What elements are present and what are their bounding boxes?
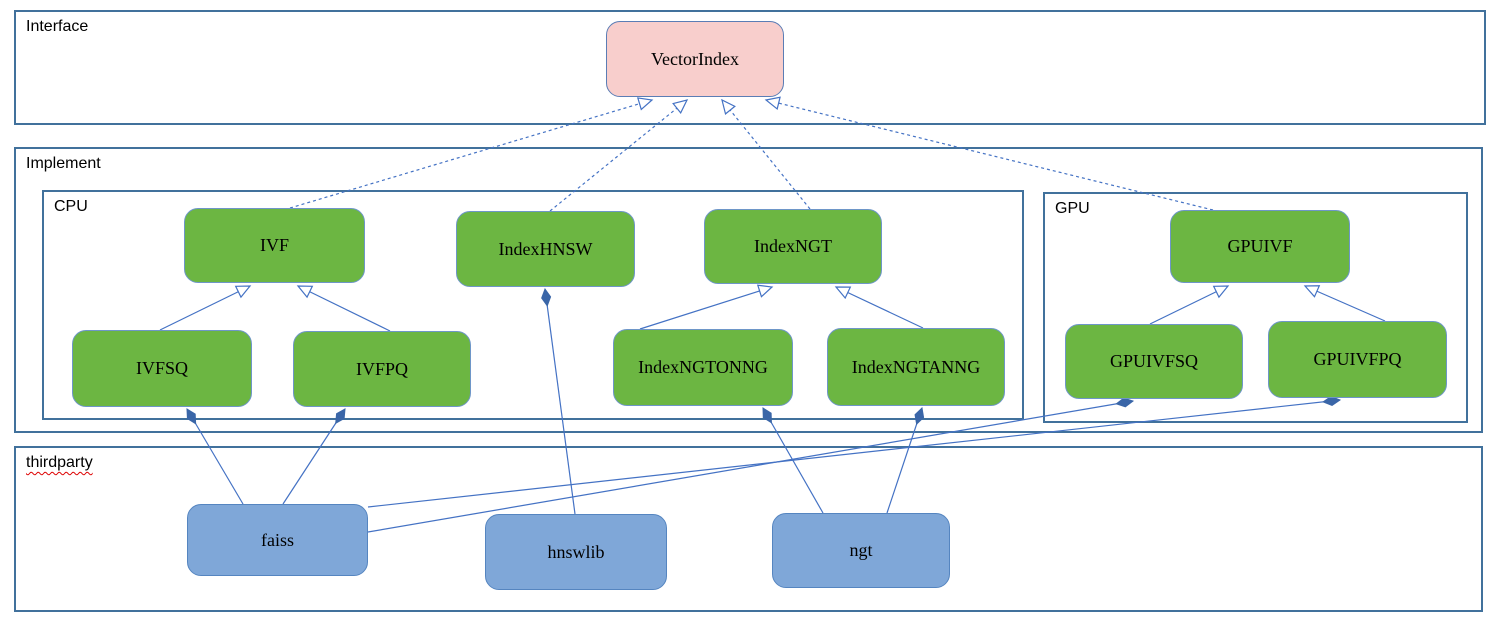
edge-indexhnsw-vectorindex — [549, 99, 689, 212]
edge-faiss-ivfsq — [187, 409, 244, 505]
container-interface-label: Interface — [26, 18, 89, 35]
node-indexngtanng-label: IndexNGTANNG — [851, 356, 981, 377]
edge-faiss-ivfpq — [282, 409, 345, 505]
edge-gpuivf-vectorindex — [764, 96, 1214, 211]
node-indexngtonng-label: IndexNGTONNG — [638, 357, 768, 377]
node-gpuivf-label: GPUIVF — [1227, 236, 1293, 256]
edge-ngt-indexngtanng — [886, 408, 922, 514]
node-indexngt: IndexNGT — [704, 209, 882, 284]
edge-faiss-gpuivfpq — [367, 400, 1340, 508]
node-gpuivfsq-label: GPUIVFSQ — [1109, 351, 1199, 371]
container-implement-label: Implement — [26, 155, 101, 172]
edge-gpuivfpq-gpuivf — [1303, 285, 1386, 322]
edge-ngt-indexngtonng — [763, 408, 824, 514]
node-indexhnsw: IndexHNSW — [456, 211, 635, 287]
edge-ivfpq-ivf — [296, 285, 391, 332]
node-faiss-label: faiss — [261, 529, 294, 550]
edge-indexngt-vectorindex — [721, 98, 811, 210]
container-gpu-label: GPU — [1055, 200, 1090, 217]
container-thirdparty: thirdparty — [14, 446, 1483, 612]
edge-faiss-gpuivfsq — [367, 401, 1133, 533]
node-gpuivfsq: GPUIVFSQ — [1065, 324, 1243, 399]
edge-indexngtonng-indexngt — [639, 284, 774, 330]
node-gpuivfpq-label: GPUIVFPQ — [1313, 349, 1402, 369]
node-faiss: faiss — [187, 504, 368, 576]
node-gpuivf: GPUIVF — [1170, 210, 1350, 283]
edge-indexngtanng-indexngt — [834, 286, 924, 329]
container-cpu: CPU — [42, 190, 1024, 420]
container-implement: Implement — [14, 147, 1483, 433]
node-hnswlib-label: hnswlib — [547, 541, 605, 562]
edge-ivfsq-ivf — [159, 285, 252, 331]
node-ngt-label: ngt — [849, 540, 873, 560]
node-ivf: IVF — [184, 208, 365, 283]
node-hnswlib: hnswlib — [485, 514, 667, 590]
container-gpu: GPU — [1043, 192, 1468, 423]
node-indexhnsw-label: IndexHNSW — [498, 238, 593, 259]
node-vectorindex-label: VectorIndex — [651, 48, 739, 69]
edge-ivf-vectorindex — [289, 97, 654, 209]
node-ivf-label: IVF — [259, 235, 289, 255]
container-thirdparty-label: thirdparty — [26, 454, 93, 471]
container-interface: Interface — [14, 10, 1486, 125]
node-vectorindex: VectorIndex — [606, 21, 784, 97]
container-cpu-label: CPU — [54, 198, 88, 215]
node-ngt: ngt — [772, 513, 950, 588]
node-indexngt-label: IndexNGT — [754, 236, 832, 256]
edge-gpuivfsq-gpuivf — [1149, 285, 1230, 325]
edge-hnswlib-indexhnsw — [545, 289, 576, 515]
node-ivfsq-label: IVFSQ — [135, 358, 188, 378]
node-ivfpq: IVFPQ — [293, 331, 471, 407]
node-indexngtanng: IndexNGTANNG — [827, 328, 1005, 406]
node-ivfpq-label: IVFPQ — [355, 358, 408, 379]
node-indexngtonng: IndexNGTONNG — [613, 329, 793, 406]
node-ivfsq: IVFSQ — [72, 330, 252, 407]
node-gpuivfpq: GPUIVFPQ — [1268, 321, 1447, 398]
